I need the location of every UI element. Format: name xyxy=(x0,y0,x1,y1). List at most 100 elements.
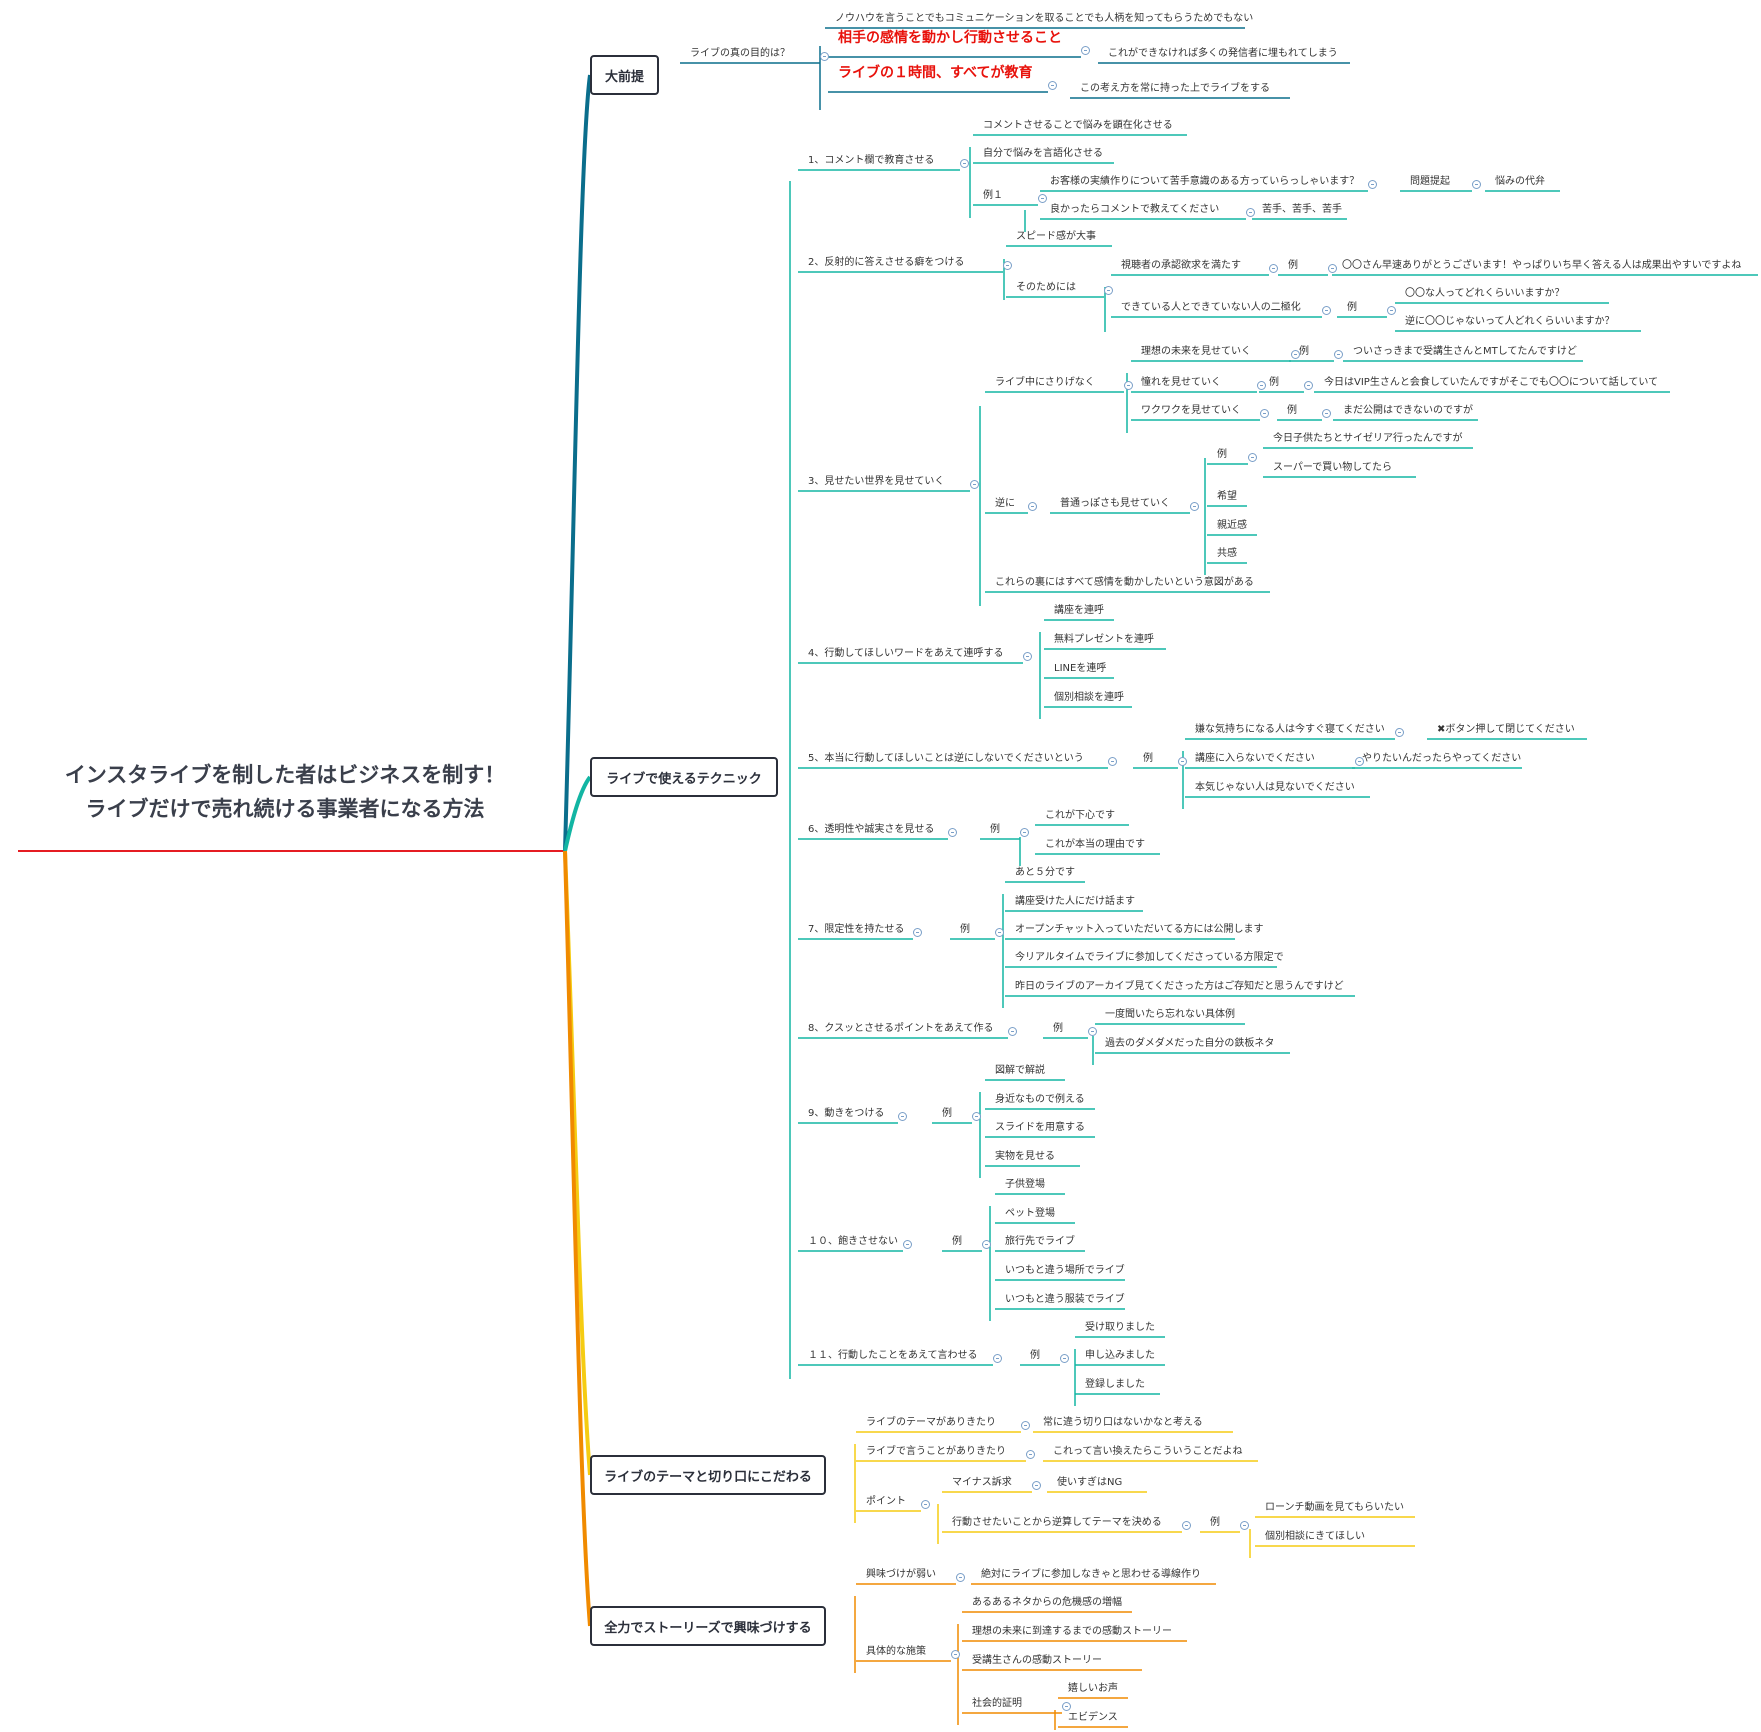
collapse-toggle-icon[interactable] xyxy=(1190,502,1199,511)
topic-node[interactable]: コメントさせることで悩みを顕在化させる xyxy=(983,120,1173,131)
topic-node[interactable]: ローンチ動画を見てもらいたい xyxy=(1265,1502,1404,1513)
topic-node[interactable]: 受け取りました xyxy=(1085,1322,1155,1333)
topic-node[interactable]: 無料プレゼントを連呼 xyxy=(1054,634,1154,645)
topic-node[interactable]: これって言い換えたらこういうことだよね xyxy=(1053,1446,1243,1457)
topic-node[interactable]: 相手の感情を動かし行動させること xyxy=(838,30,1062,46)
central-topic[interactable]: インスタライブを制した者はビジネスを制す！ ライブだけで売れ続ける事業者になる方… xyxy=(20,758,550,826)
collapse-toggle-icon[interactable] xyxy=(1368,180,1377,189)
branch-premise[interactable]: 大前提 xyxy=(590,55,659,95)
collapse-toggle-icon[interactable] xyxy=(982,1240,991,1249)
topic-node[interactable]: 良かったらコメントで教えてください xyxy=(1050,204,1220,215)
topic-node[interactable]: 例 xyxy=(1030,1350,1040,1361)
topic-node[interactable]: これができなければ多くの発信者に埋もれてしまう xyxy=(1108,48,1338,59)
topic-node[interactable]: 過去のダメダメだった自分の鉄板ネタ xyxy=(1105,1038,1275,1049)
collapse-toggle-icon[interactable] xyxy=(1322,306,1331,315)
topic-node[interactable]: 例 xyxy=(1210,1517,1220,1528)
topic-node[interactable]: 講座を連呼 xyxy=(1054,605,1104,616)
collapse-toggle-icon[interactable] xyxy=(1248,453,1257,462)
topic-node[interactable]: 嫌な気持ちになる人は今すぐ寝てください xyxy=(1195,724,1385,735)
collapse-toggle-icon[interactable] xyxy=(1257,381,1266,390)
collapse-toggle-icon[interactable] xyxy=(1032,1481,1041,1490)
topic-node[interactable]: 例 xyxy=(1299,346,1309,357)
topic-node[interactable]: 例 xyxy=(1269,377,1279,388)
topic-node[interactable]: 逆に〇〇じゃないって人どれくらいいますか？ xyxy=(1405,316,1615,327)
topic-node[interactable]: 例 xyxy=(960,924,970,935)
topic-node[interactable]: 行動させたいことから逆算してテーマを決める xyxy=(952,1517,1162,1528)
topic-node[interactable]: ノウハウを言うことでもコミュニケーションを取ることでも人柄を知ってもらうためでも… xyxy=(835,13,1254,24)
topic-node[interactable]: 社会的証明 xyxy=(972,1698,1022,1709)
topic-node[interactable]: あるあるネタからの危機感の増幅 xyxy=(972,1597,1122,1608)
collapse-toggle-icon[interactable] xyxy=(903,1240,912,1249)
topic-node[interactable]: 逆に xyxy=(995,498,1015,509)
topic-node[interactable]: 〇〇な人ってどれくらいいますか？ xyxy=(1405,288,1565,299)
topic-node[interactable]: ポイント xyxy=(866,1496,906,1507)
collapse-toggle-icon[interactable] xyxy=(1028,502,1037,511)
topic-node[interactable]: スーパーで買い物してたら xyxy=(1273,462,1392,473)
topic-node[interactable]: この考え方を常に持った上でライブをする xyxy=(1080,83,1270,94)
collapse-toggle-icon[interactable] xyxy=(1260,409,1269,418)
topic-node[interactable]: 登録しました xyxy=(1085,1379,1145,1390)
collapse-toggle-icon[interactable] xyxy=(1021,1421,1030,1430)
topic-node[interactable]: やりたいんだったらやってください xyxy=(1362,753,1522,764)
topic-node[interactable]: 3、見せたい世界を見せていく xyxy=(808,476,945,487)
collapse-toggle-icon[interactable] xyxy=(1387,306,1396,315)
collapse-toggle-icon[interactable] xyxy=(1395,728,1404,737)
collapse-toggle-icon[interactable] xyxy=(1062,1702,1071,1711)
topic-node[interactable]: 例 xyxy=(942,1108,952,1119)
topic-node[interactable]: 本気じゃない人は見ないでください xyxy=(1195,782,1355,793)
topic-node[interactable]: エビデンス xyxy=(1068,1712,1118,1723)
collapse-toggle-icon[interactable] xyxy=(956,1573,965,1582)
collapse-toggle-icon[interactable] xyxy=(970,480,979,489)
collapse-toggle-icon[interactable] xyxy=(1334,350,1343,359)
topic-node[interactable]: いつもと違う服装でライブ xyxy=(1005,1294,1125,1305)
collapse-toggle-icon[interactable] xyxy=(1304,381,1313,390)
topic-node[interactable]: これらの裏にはすべて感情を動かしたいという意図がある xyxy=(995,577,1254,588)
topic-node[interactable]: 常に違う切り口はないかなと考える xyxy=(1043,1417,1203,1428)
collapse-toggle-icon[interactable] xyxy=(995,928,1004,937)
topic-node[interactable]: まだ公開はできないのですが xyxy=(1343,405,1473,416)
collapse-toggle-icon[interactable] xyxy=(1240,1521,1249,1530)
collapse-toggle-icon[interactable] xyxy=(1291,350,1300,359)
collapse-toggle-icon[interactable] xyxy=(921,1500,930,1509)
topic-node[interactable]: あと５分です xyxy=(1015,867,1075,878)
topic-node[interactable]: １０、飽きさせない xyxy=(808,1236,898,1247)
collapse-toggle-icon[interactable] xyxy=(1104,286,1113,295)
collapse-toggle-icon[interactable] xyxy=(960,159,969,168)
collapse-toggle-icon[interactable] xyxy=(993,1354,1002,1363)
topic-node[interactable]: 実物を見せる xyxy=(995,1151,1055,1162)
topic-node[interactable]: 図解で解説 xyxy=(995,1065,1045,1076)
topic-node[interactable]: できている人とできていない人の二極化 xyxy=(1121,302,1301,313)
topic-node[interactable]: 普通っぽさも見せていく xyxy=(1060,498,1170,509)
topic-node[interactable]: 今日はVIP生さんと会食していたんですがそこでも〇〇について話していて xyxy=(1324,377,1659,388)
topic-node[interactable]: 例 xyxy=(1288,260,1298,271)
topic-node[interactable]: 申し込みました xyxy=(1085,1350,1155,1361)
collapse-toggle-icon[interactable] xyxy=(1182,1521,1191,1530)
topic-node[interactable]: 今日子供たちとサイゼリア行ったんですが xyxy=(1273,433,1463,444)
topic-node[interactable]: 例 xyxy=(990,824,1000,835)
topic-node[interactable]: 7、限定性を持たせる xyxy=(808,924,905,935)
topic-node[interactable]: 5、本当に行動してほしいことは逆にしないでくださいという xyxy=(808,753,1084,764)
topic-node[interactable]: 例 xyxy=(1217,449,1227,460)
topic-node[interactable]: ライブの１時間、すべてが教育 xyxy=(838,65,1033,81)
topic-node[interactable]: そのためには xyxy=(1016,282,1076,293)
topic-node[interactable]: 1、コメント欄で教育させる xyxy=(808,155,935,166)
topic-node[interactable]: これが本当の理由です xyxy=(1045,839,1145,850)
topic-node[interactable]: ライブで言うことがありきたり xyxy=(866,1446,1006,1457)
topic-node[interactable]: 8、クスッとさせるポイントをあえて作る xyxy=(808,1023,994,1034)
topic-node[interactable]: 希望 xyxy=(1217,491,1237,502)
topic-node[interactable]: 理想の未来を見せていく xyxy=(1141,346,1251,357)
topic-node[interactable]: 親近感 xyxy=(1217,520,1247,531)
collapse-toggle-icon[interactable] xyxy=(1108,757,1117,766)
topic-node[interactable]: オープンチャット入っていただいてる方には公開します xyxy=(1015,924,1264,935)
topic-node[interactable]: 例 xyxy=(1347,302,1357,313)
collapse-toggle-icon[interactable] xyxy=(1246,208,1255,217)
branch-stories[interactable]: 全力でストーリーズで興味づけする xyxy=(590,1606,826,1646)
topic-node[interactable]: 例 xyxy=(1143,753,1153,764)
collapse-toggle-icon[interactable] xyxy=(951,1650,960,1659)
collapse-toggle-icon[interactable] xyxy=(1023,652,1032,661)
topic-node[interactable]: ライブ中にさりげなく xyxy=(995,377,1095,388)
topic-node[interactable]: 講座に入らないでください xyxy=(1195,753,1315,764)
topic-node[interactable]: 2、反射的に答えさせる癖をつける xyxy=(808,257,965,268)
topic-node[interactable]: 使いすぎはNG xyxy=(1057,1477,1123,1488)
topic-node[interactable]: 自分で悩みを言語化させる xyxy=(983,148,1103,159)
